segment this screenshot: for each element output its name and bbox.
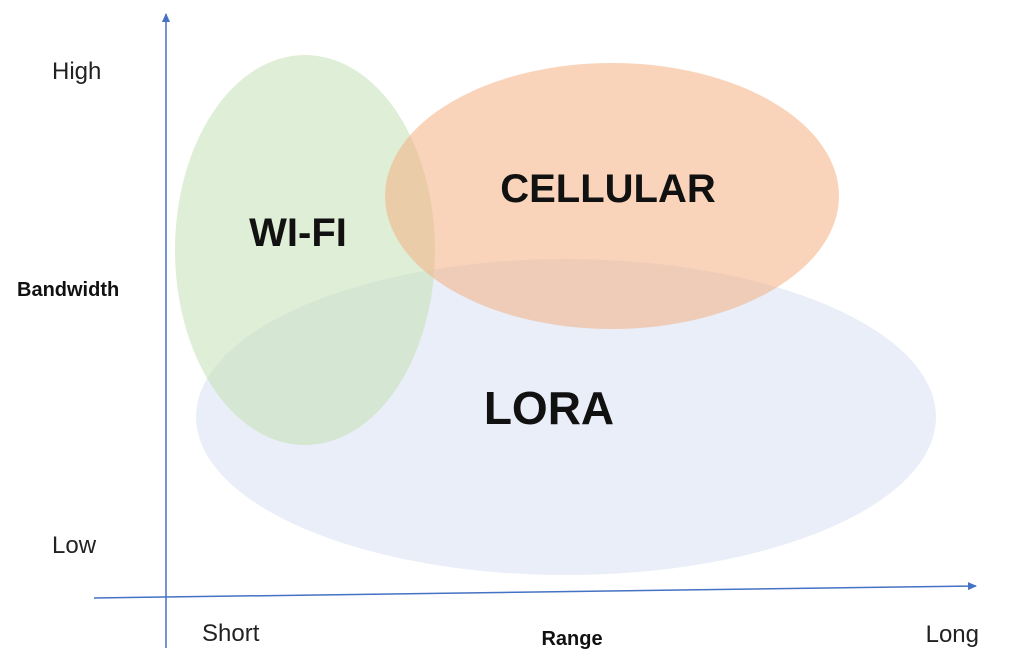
x-axis-title: Range <box>541 628 602 650</box>
y-low-label: Low <box>52 532 97 559</box>
lora-label: LORA <box>484 382 614 434</box>
x-short-label: Short <box>202 620 260 647</box>
wifi-label: WI-FI <box>249 211 347 255</box>
y-axis-title: Bandwidth <box>17 279 119 301</box>
cellular-label: CELLULAR <box>500 167 716 211</box>
x-long-label: Long <box>926 621 979 648</box>
cellular-region <box>385 63 839 329</box>
x-axis <box>93 582 977 599</box>
wifi-region <box>175 55 435 445</box>
y-high-label: High <box>52 58 101 85</box>
